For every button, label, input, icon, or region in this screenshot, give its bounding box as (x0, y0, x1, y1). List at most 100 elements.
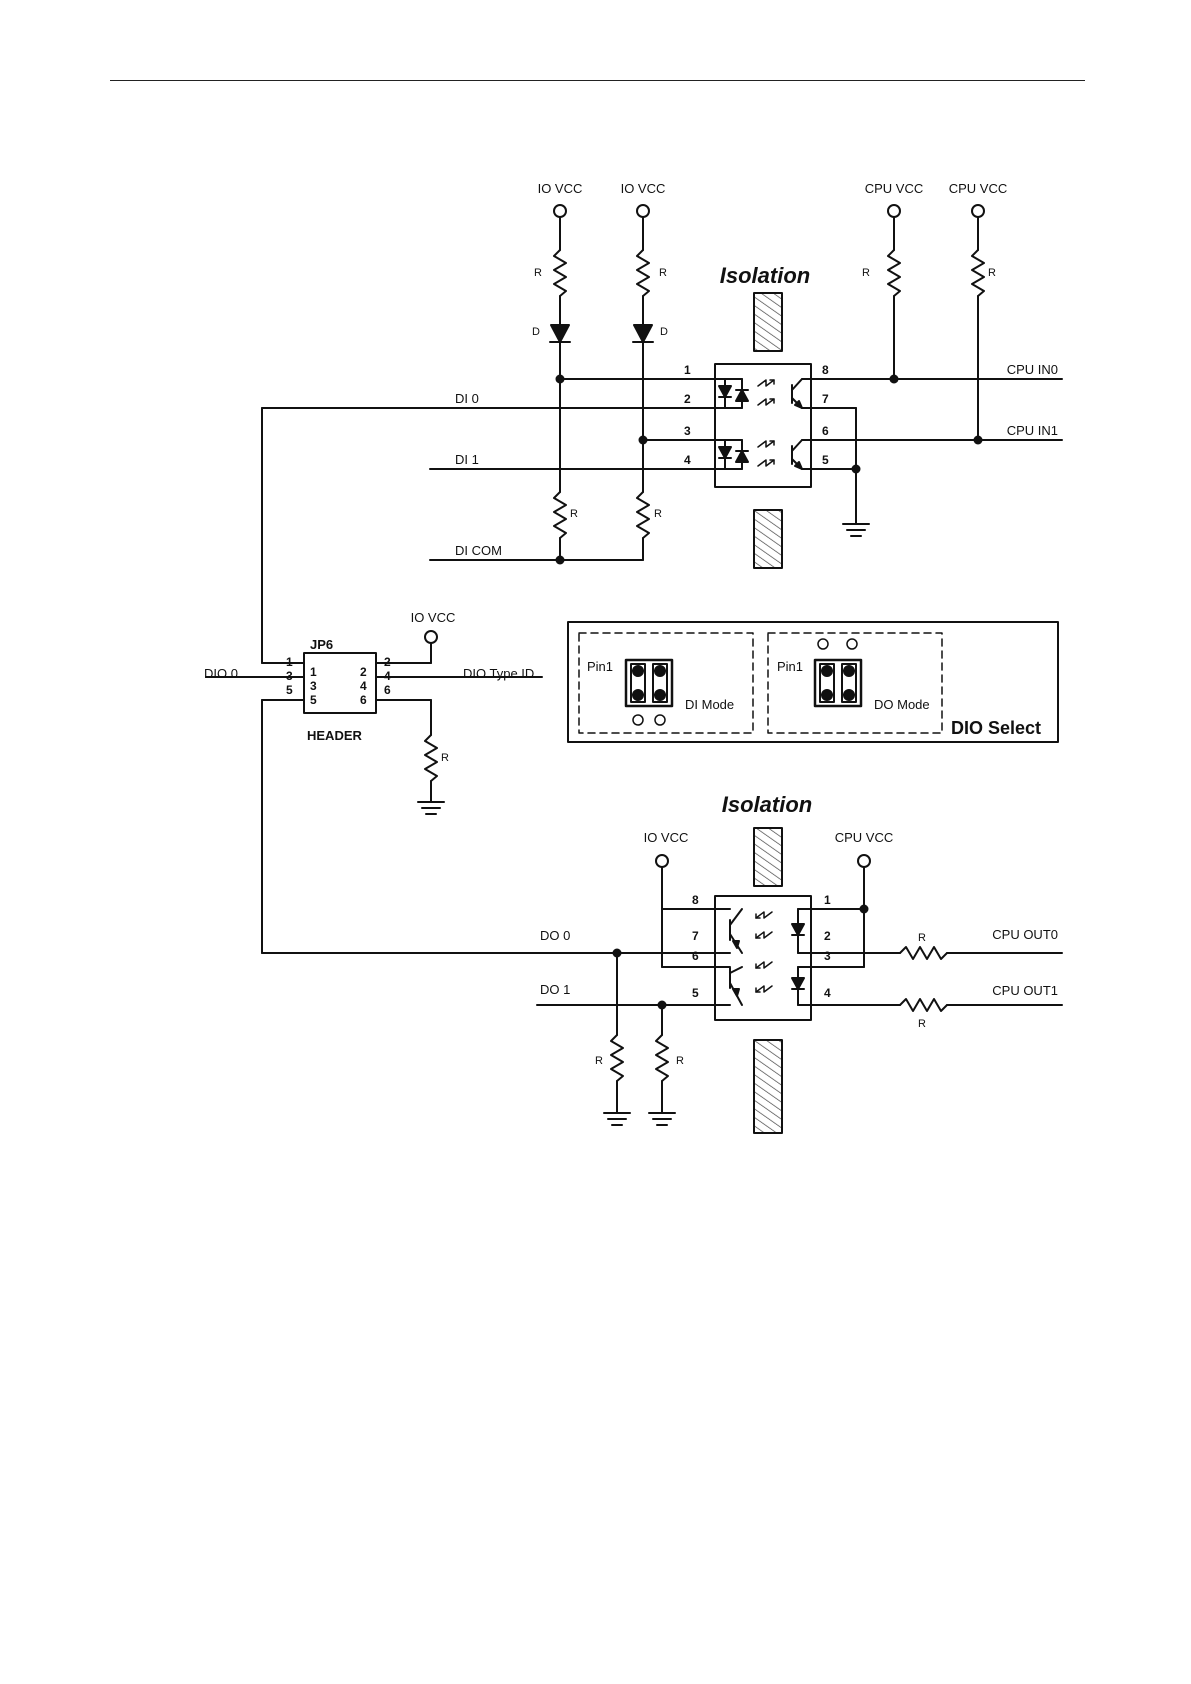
optocoupler-output (715, 896, 811, 1020)
jp6-label: JP6 (310, 637, 333, 652)
diode (633, 325, 653, 342)
di-mode-label: DI Mode (685, 697, 734, 712)
io-vcc-terminal (637, 205, 649, 217)
pin1-label: Pin1 (777, 659, 803, 674)
io-vcc-terminal (554, 205, 566, 217)
isolation-title-top: Isolation (720, 263, 810, 288)
pin-number: 1 (824, 893, 831, 907)
di0-label: DI 0 (455, 391, 479, 406)
resistor-label: R (595, 1055, 603, 1067)
resistor (900, 947, 947, 959)
di1-label: DI 1 (455, 452, 479, 467)
pin-number: 8 (822, 363, 829, 377)
pin-number: 6 (822, 424, 829, 438)
pin-number: 5 (822, 453, 829, 467)
resistor (637, 492, 649, 538)
resistor-label: R (676, 1055, 684, 1067)
dio-select-title: DIO Select (951, 718, 1041, 738)
io-vcc-label: IO VCC (411, 610, 456, 625)
dio0-label: DIO 0 (204, 666, 238, 681)
pin-number: 2 (684, 392, 691, 406)
cpu-vcc-label: CPU VCC (835, 830, 894, 845)
isolation-barrier (754, 510, 782, 568)
diode (550, 325, 570, 342)
resistor-label: R (659, 267, 667, 279)
pin-number: 3 (310, 679, 317, 693)
pin-number: 1 (310, 665, 317, 679)
di-com-label: DI COM (455, 543, 502, 558)
cpu-vcc-terminal (888, 205, 900, 217)
resistor-label: R (862, 267, 870, 279)
resistor (554, 492, 566, 538)
do1-label: DO 1 (540, 982, 570, 997)
pin-number: 3 (684, 424, 691, 438)
resistor-label: R (570, 508, 578, 520)
io-vcc-label: IO VCC (538, 181, 583, 196)
pin-number: 5 (286, 683, 293, 697)
io-vcc-terminal (656, 855, 668, 867)
pin-number: 2 (360, 665, 367, 679)
pin-number: 8 (692, 893, 699, 907)
do-mode-label: DO Mode (874, 697, 930, 712)
isolation-barrier (754, 293, 782, 351)
resistor (888, 250, 900, 296)
isolation-title-bottom: Isolation (722, 792, 812, 817)
pin-number: 1 (286, 655, 293, 669)
resistor-label: R (988, 267, 996, 279)
ground-symbol (604, 1113, 630, 1125)
pin1-label: Pin1 (587, 659, 613, 674)
pin-number: 5 (310, 693, 317, 707)
resistor-label: R (918, 1018, 926, 1030)
pin-number: 6 (384, 683, 391, 697)
io-vcc-terminal (425, 631, 437, 643)
pin-number: 1 (684, 363, 691, 377)
cpu-vcc-terminal (972, 205, 984, 217)
resistor-label: R (441, 752, 449, 764)
cpu-in1-label: CPU IN1 (1007, 423, 1058, 438)
resistor-label: R (654, 508, 662, 520)
ground-symbol (649, 1113, 675, 1125)
pin-number: 6 (692, 949, 699, 963)
resistor (900, 999, 947, 1011)
resistor (425, 735, 437, 781)
cpu-vcc-terminal (858, 855, 870, 867)
pin-number: 7 (822, 392, 829, 406)
cpu-vcc-label: CPU VCC (949, 181, 1008, 196)
ground-symbol (418, 802, 444, 814)
diode-label: D (532, 326, 540, 338)
cpu-in0-label: CPU IN0 (1007, 362, 1058, 377)
resistor-label: R (918, 932, 926, 944)
pin-number: 7 (692, 929, 699, 943)
pin-number: 2 (384, 655, 391, 669)
pin-number: 4 (684, 453, 691, 467)
resistor (611, 1035, 623, 1081)
pin-number: 3 (286, 669, 293, 683)
resistor-label: R (534, 267, 542, 279)
pin-number: 4 (824, 986, 831, 1000)
io-vcc-label: IO VCC (644, 830, 689, 845)
cpu-out1-label: CPU OUT1 (992, 983, 1058, 998)
pin-number: 3 (824, 949, 831, 963)
io-vcc-label: IO VCC (621, 181, 666, 196)
cpu-vcc-label: CPU VCC (865, 181, 924, 196)
header-label: HEADER (307, 728, 363, 743)
cpu-out0-label: CPU OUT0 (992, 927, 1058, 942)
resistor (656, 1035, 668, 1081)
pin-number: 2 (824, 929, 831, 943)
diode-label: D (660, 326, 668, 338)
resistor (554, 250, 566, 296)
isolation-barrier (754, 1040, 782, 1133)
pin-number: 4 (384, 669, 391, 683)
do0-label: DO 0 (540, 928, 570, 943)
pin-number: 5 (692, 986, 699, 1000)
di-mode-jumper (626, 660, 672, 725)
pin-number: 4 (360, 679, 367, 693)
resistor (637, 250, 649, 296)
ground-symbol (843, 524, 869, 536)
do-mode-jumper (815, 639, 861, 706)
isolation-barrier (754, 828, 782, 886)
pin-number: 6 (360, 693, 367, 707)
resistor (972, 250, 984, 296)
dio-type-id-label: DIO Type ID (463, 666, 534, 681)
